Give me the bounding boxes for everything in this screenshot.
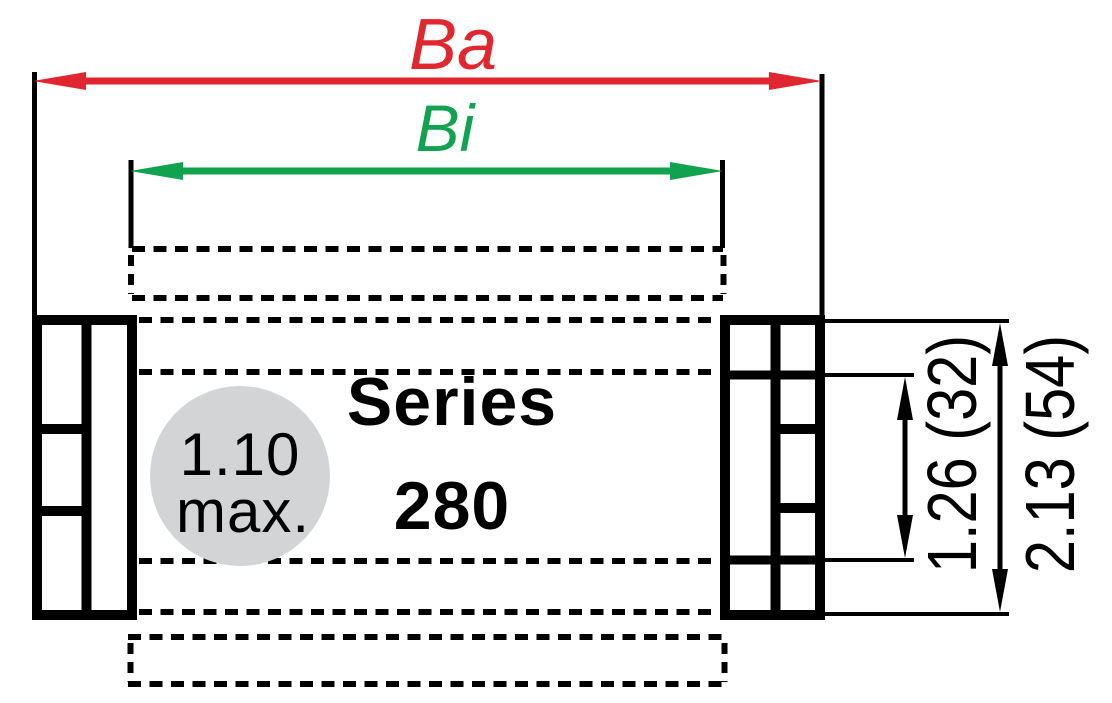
inner-height-dimension-arrow [897, 377, 913, 558]
inner-height-arrowhead-down-icon [897, 515, 913, 558]
pitch-value: 1.10 [179, 421, 301, 488]
ba-arrowhead-right-icon [769, 72, 822, 90]
pitch-suffix: max. [175, 478, 311, 545]
bi-arrowhead-left-icon [130, 162, 183, 180]
height-extension-lines [822, 319, 1009, 616]
outer-height-arrowhead-down-icon [992, 569, 1008, 612]
outer-height-arrowhead-up-icon [992, 323, 1008, 366]
outer-height-dimension-arrow [992, 323, 1008, 612]
bi-label: Bi [415, 91, 475, 165]
outer-height-label: 2.13 (54) [1011, 334, 1089, 574]
pitch-badge-circle [150, 386, 330, 566]
ba-label: Ba [408, 5, 498, 85]
bi-arrowhead-right-icon [670, 162, 723, 180]
bi-dimension-arrow [130, 162, 723, 180]
right-side-band [720, 315, 825, 620]
series-title-line1: Series [346, 364, 558, 440]
ba-dimension-arrow [33, 72, 822, 90]
left-side-band [32, 315, 137, 620]
inner-height-arrowhead-up-icon [897, 377, 913, 420]
width-extension-lines [32, 72, 825, 318]
series-title-line2: 280 [393, 468, 511, 544]
pitch-badge [150, 386, 330, 566]
inner-height-label: 1.26 (32) [913, 334, 991, 574]
ba-arrowhead-left-icon [33, 72, 86, 90]
